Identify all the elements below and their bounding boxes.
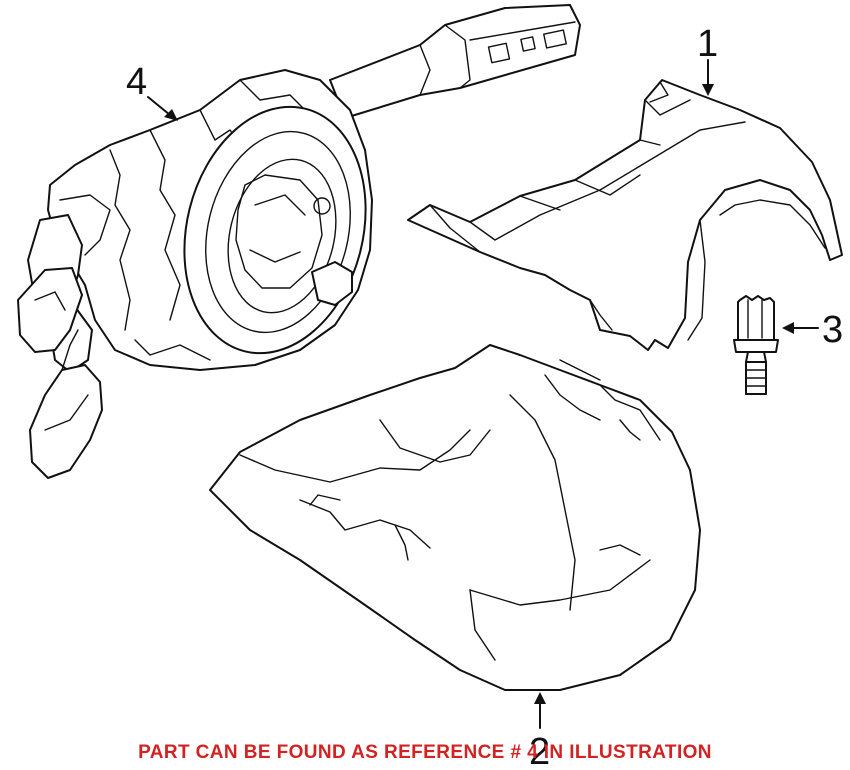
callout-arrow-4	[147, 96, 178, 121]
callout-label-1: 1	[697, 23, 718, 65]
lower-cover-part	[209, 344, 701, 691]
callout-arrow-3	[782, 322, 819, 334]
callout-label-4: 4	[126, 61, 147, 103]
switch-assembly-part	[17, 4, 581, 479]
callout-label-2: 2	[529, 731, 550, 770]
upper-cover-part	[407, 79, 843, 351]
screw-part	[733, 295, 779, 395]
callout-arrow-2	[534, 692, 546, 729]
callout-label-3: 3	[822, 309, 843, 351]
reference-caption: PART CAN BE FOUND AS REFERENCE # 4 IN IL…	[138, 742, 712, 763]
callout-arrow-1	[702, 59, 714, 96]
